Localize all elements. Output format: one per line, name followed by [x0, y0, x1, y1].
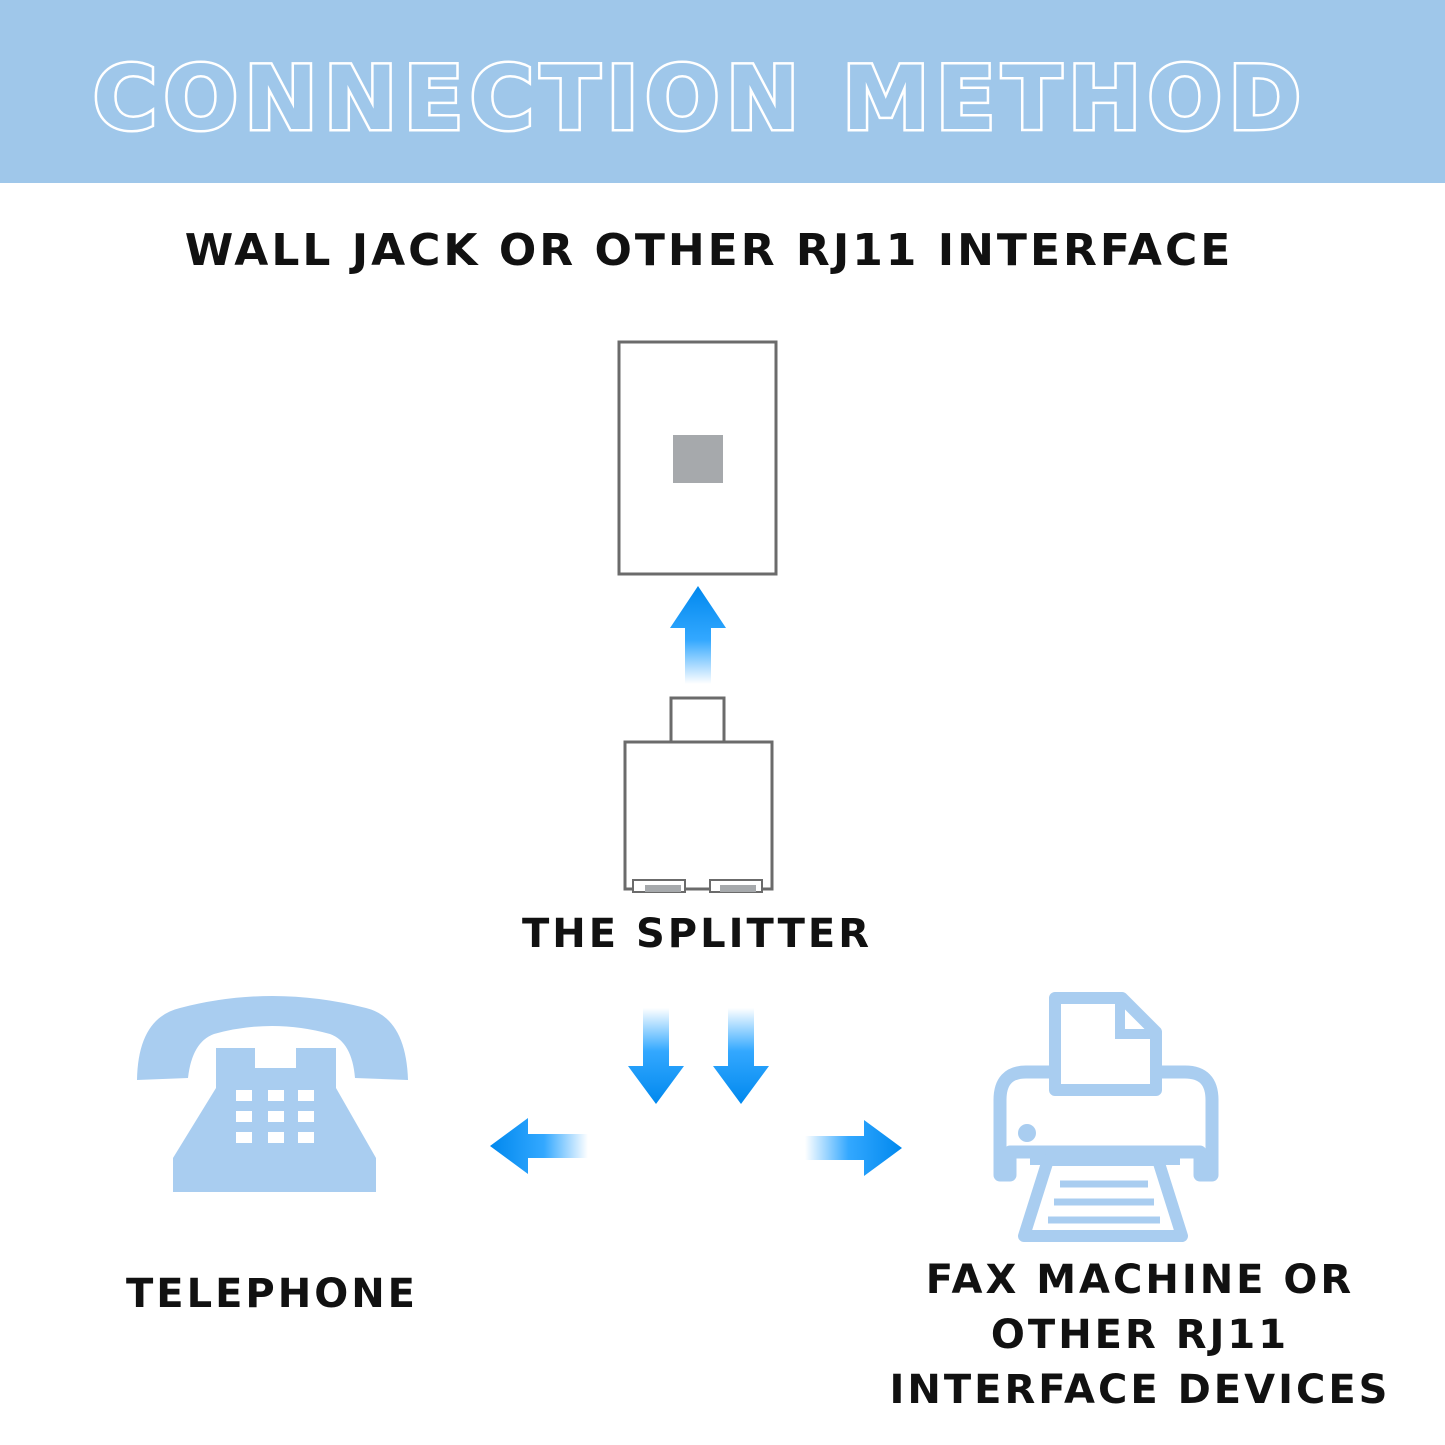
fax-label-line: INTERFACE DEVICES — [889, 1367, 1391, 1413]
arrow-down-right-icon — [713, 1008, 769, 1104]
printer-icon — [993, 992, 1219, 1242]
fax-machine-label: FAX MACHINE OR OTHER RJ11 INTERFACE DEVI… — [870, 1253, 1410, 1418]
wall-jack-icon — [617, 340, 778, 576]
arrow-up-icon — [670, 586, 726, 684]
arrow-down-left-icon — [628, 1008, 684, 1104]
fax-label-line: FAX MACHINE OR — [925, 1257, 1355, 1303]
page-title: CONNECTION METHOD — [90, 45, 1308, 153]
header-banner: CONNECTION METHOD — [0, 0, 1445, 183]
telephone-label: TELEPHONE — [125, 1271, 419, 1317]
splitter-label: THE SPLITTER — [521, 911, 873, 957]
wall-jack-label: WALL JACK OR OTHER RJ11 INTERFACE — [184, 225, 1234, 276]
arrow-right-icon — [805, 1120, 902, 1176]
splitter-icon — [623, 696, 774, 893]
arrow-left-icon — [490, 1118, 588, 1174]
telephone-icon — [137, 996, 408, 1192]
fax-label-line: OTHER RJ11 — [990, 1312, 1290, 1358]
